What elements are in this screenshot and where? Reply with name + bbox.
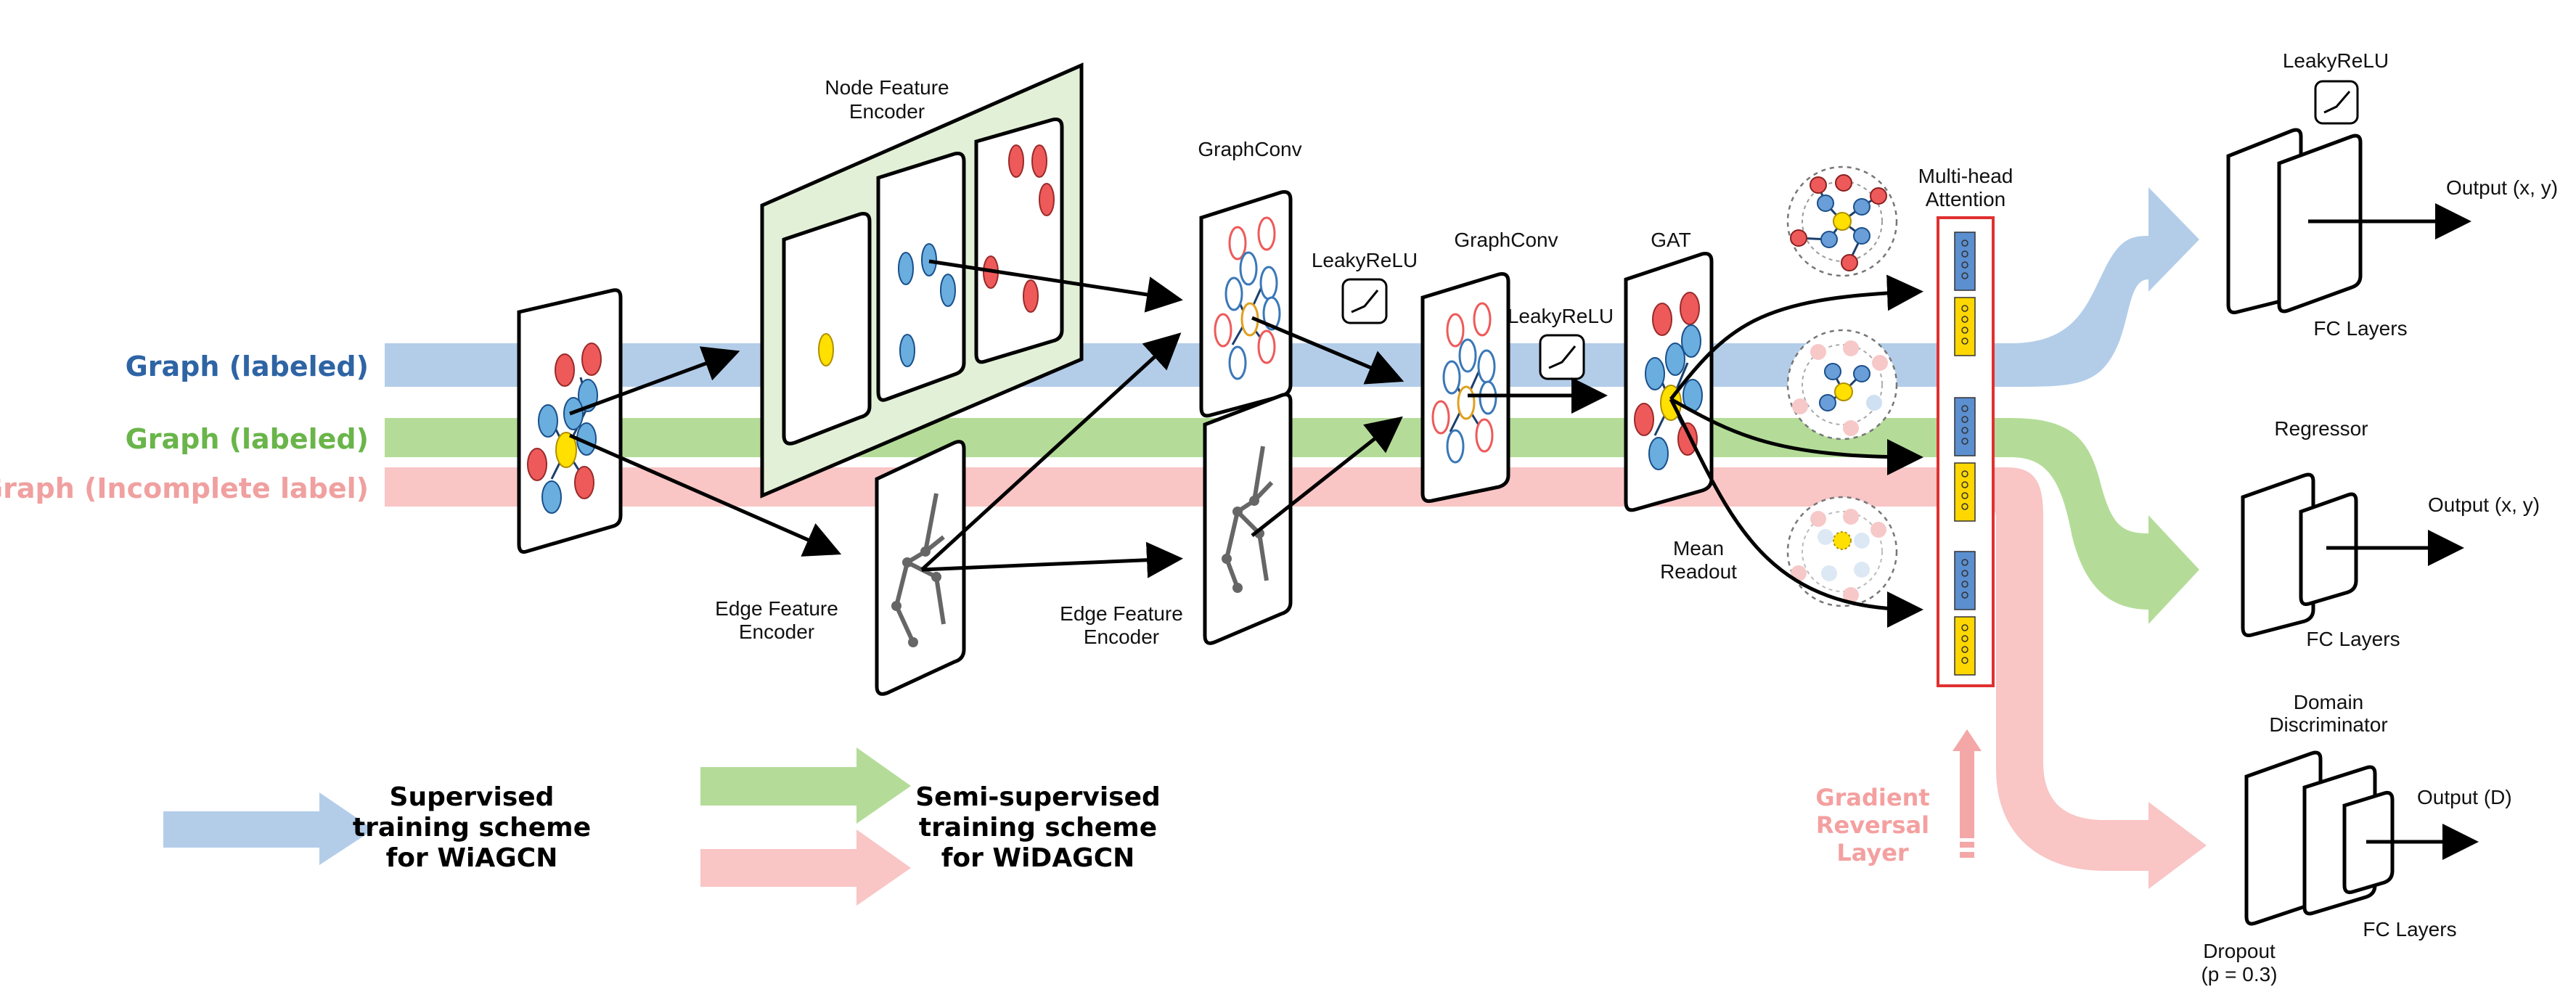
edge-feature-encoder-b: Edge Feature Encoder — [1060, 393, 1293, 648]
legend-semi-1: Semi-supervised — [915, 782, 1161, 812]
leakyrelu-icon — [1539, 334, 1585, 380]
fc-layers-3-title: FC Layers — [2363, 918, 2456, 941]
mean-readout-title-2: Readout — [1660, 560, 1737, 583]
leakyrelu-icon — [2314, 80, 2359, 125]
gat-block: GAT — [1624, 229, 1714, 512]
attention-heads — [1786, 165, 1898, 607]
label-graph-incomplete: Graph (Incomplete label) — [0, 472, 369, 504]
arrow — [1669, 398, 1923, 628]
regressor-title: Regressor — [2274, 417, 2368, 440]
output-d-title: Output (D) — [2417, 786, 2512, 808]
label-graph-labeled-blue: Graph (labeled) — [126, 351, 369, 382]
node-yellow — [818, 333, 834, 366]
streams — [385, 187, 2207, 889]
gradient-reversal-layer: Gradient Reversal Layer — [1815, 729, 1982, 866]
pink-stream-band — [385, 467, 1989, 507]
connection-arrows — [568, 203, 2479, 860]
leakyrelu-icon — [1341, 278, 1388, 324]
input-graph-card — [517, 288, 623, 554]
arrow — [1669, 397, 1923, 475]
legend-pink-arrow — [700, 829, 911, 906]
graphconv-2: GraphConv — [1420, 229, 1558, 503]
domain-discriminator-head: Domain Discriminator FC Layers Dropout (… — [2201, 691, 2511, 986]
label-graph-labeled-green: Graph (labeled) — [126, 423, 369, 455]
green-stream-curve — [1989, 418, 2199, 624]
leakyrelu-2: LeakyReLU — [1508, 305, 1614, 380]
output-xy-1-title: Output (x, y) — [2446, 176, 2558, 199]
dropout-title-2: (p = 0.3) — [2201, 963, 2277, 986]
edge-feature-encoder-a-title-1: Edge Feature — [715, 597, 838, 620]
arrow — [1251, 316, 1404, 385]
mean-readout-title-1: Mean — [1673, 537, 1724, 560]
leakyrelu-1-title: LeakyReLU — [1312, 249, 1418, 271]
gat-title: GAT — [1651, 229, 1690, 251]
output-xy-2-title: Output (x, y) — [2428, 493, 2540, 516]
arrow — [928, 259, 1183, 313]
grl-title-3: Layer — [1836, 839, 1909, 866]
stream-labels: Graph (labeled) Graph (labeled) Graph (I… — [0, 351, 369, 504]
edge-feature-encoder-b-title-1: Edge Feature — [1060, 602, 1183, 625]
arrow — [1251, 416, 1403, 537]
node-feature-encoder-title-2: Encoder — [849, 100, 925, 123]
arrow — [1669, 274, 1923, 401]
node-feature-encoder-title-1: Node Feature — [825, 76, 949, 99]
multihead-title-1: Multi-head — [1918, 165, 2013, 187]
blue-stream-curve — [1989, 187, 2199, 387]
fc-layers-1-title: FC Layers — [2313, 317, 2407, 340]
leakyrelu-3-title: LeakyReLU — [2283, 49, 2389, 72]
graphconv-1-title: GraphConv — [1198, 138, 1301, 160]
legend-semi-3: for WiDAGCN — [941, 843, 1135, 873]
grl-title-1: Gradient — [1815, 784, 1929, 811]
edge-feature-encoder-b-title-2: Encoder — [1084, 626, 1159, 648]
arrow — [568, 433, 842, 557]
multihead-attention: Multi-head Attention — [1918, 165, 2013, 687]
leakyrelu-2-title: LeakyReLU — [1508, 305, 1614, 327]
regressor-head: Regressor FC Layers Output (x, y) — [2241, 417, 2540, 650]
pink-stream-curve — [1989, 467, 2207, 889]
grl-title-2: Reversal — [1816, 811, 1929, 839]
legend-supervised-2: training scheme — [353, 813, 591, 843]
legend: Supervised training scheme for WiAGCN Se… — [163, 747, 1161, 906]
fc-layers-2-title: FC Layers — [2306, 628, 2400, 650]
legend-green-arrow — [700, 747, 911, 824]
node-feature-encoder: Node Feature Encoder — [760, 62, 1084, 499]
graphconv-1: GraphConv — [1198, 138, 1302, 418]
legend-supervised-1: Supervised — [390, 782, 555, 812]
legend-semi-2: training scheme — [919, 813, 1157, 843]
multihead-title-2: Attention — [1926, 188, 2006, 210]
legend-supervised-3: for WiAGCN — [386, 843, 558, 873]
dropout-title-1: Dropout — [2203, 940, 2276, 962]
leakyrelu-1: LeakyReLU — [1312, 249, 1418, 324]
arrow — [569, 346, 740, 416]
blue-stream-band — [385, 343, 1989, 387]
arrow — [921, 541, 1183, 578]
graphconv-2-title: GraphConv — [1454, 229, 1558, 251]
legend-blue-arrow — [163, 792, 374, 865]
fc-head-top: LeakyReLU FC Layers Output (x, y) — [2226, 49, 2558, 340]
domain-disc-title-2: Discriminator — [2269, 713, 2387, 736]
node-red — [555, 353, 575, 387]
edge-feature-encoder-a-title-2: Encoder — [739, 620, 814, 643]
edge-feature-encoder-a: Edge Feature Encoder — [715, 440, 966, 696]
domain-disc-title-1: Domain — [2294, 691, 2363, 713]
arrow — [920, 332, 1182, 571]
